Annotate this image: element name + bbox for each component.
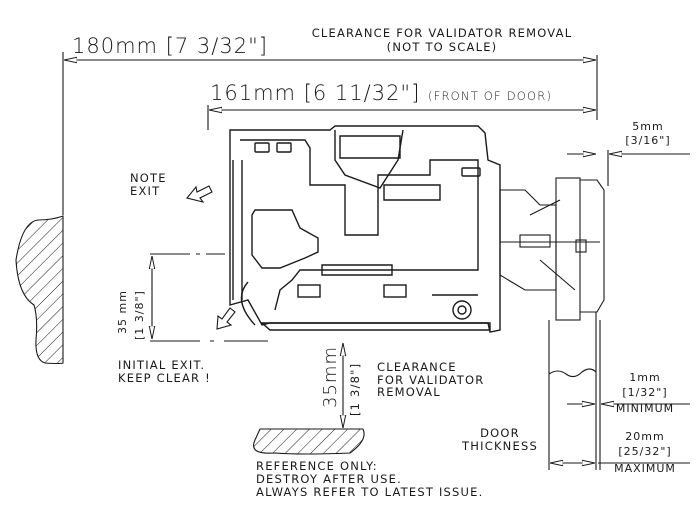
dim-5mm-imperial: [3/16"]: [625, 134, 671, 147]
door-min-imperial: [1/32"]: [622, 386, 668, 399]
dim-35-bottom-label: 35mm: [320, 346, 341, 408]
dim-180-metric: 180mm: [72, 34, 158, 58]
dim-161-label: 161mm [6 11/32"] (FRONT OF DOOR): [210, 83, 552, 104]
reference-line-1: REFERENCE ONLY:: [256, 459, 378, 473]
clearance-removal-note: CLEARANCE FOR VALIDATOR REMOVAL: [377, 361, 484, 399]
note-exit-arrow-icon: [186, 185, 213, 203]
reference-note: REFERENCE ONLY: DESTROY AFTER USE. ALWAY…: [256, 460, 483, 499]
dim-161-imperial: [6 11/32"]: [303, 81, 421, 105]
dim-35-bottom-imperial: [1 3/8"]: [348, 362, 362, 416]
door-thickness-line-1: DOOR: [480, 426, 520, 440]
clearance-note: CLEARANCE FOR VALIDATOR REMOVAL (NOT TO …: [302, 26, 582, 54]
note-exit-line-1: NOTE: [130, 171, 167, 185]
reference-line-2: DESTROY AFTER USE.: [256, 472, 402, 486]
floor-hatched: [253, 428, 365, 455]
dim-door-max-label: 20mm [25/32"] MAXIMUM: [603, 431, 687, 474]
dim-door-min-label: 1mm [1/32"] MINIMUM: [603, 372, 687, 414]
left-wall-hatched: [15, 215, 64, 365]
dim-5mm-metric: 5mm: [632, 120, 664, 133]
door-break: [548, 368, 597, 378]
dim-35-bottom-imperial-label: [1 3/8"]: [348, 362, 362, 416]
clearance-removal-line-1: CLEARANCE: [377, 360, 457, 374]
dim-35-initial-imperial-label: [1 3/8"]: [133, 290, 146, 340]
door-mount: [499, 177, 605, 321]
initial-exit-line-1: INITIAL EXIT.: [118, 358, 206, 372]
dim-161-metric: 161mm: [210, 81, 296, 105]
dim-35-initial-imperial: [1 3/8"]: [133, 290, 146, 340]
clearance-removal-line-2: FOR VALIDATOR: [377, 372, 485, 387]
dim-35-initial-label: 35 mm: [116, 290, 129, 334]
note-exit-line-2: EXIT: [130, 184, 161, 198]
initial-exit-line-2: KEEP CLEAR !: [118, 371, 211, 385]
door-max-metric: 20mm: [625, 430, 665, 443]
door-min-metric: 1mm: [629, 371, 661, 384]
clearance-note-line-2: (NOT TO SCALE): [386, 39, 498, 54]
clearance-removal-line-3: REMOVAL: [377, 385, 441, 399]
front-of-door-note: (FRONT OF DOOR): [427, 89, 553, 103]
reference-line-3: ALWAYS REFER TO LATEST ISSUE.: [256, 485, 484, 499]
door-thickness-note: DOOR THICKNESS: [455, 427, 545, 453]
clearance-note-line-1: CLEARANCE FOR VALIDATOR REMOVAL: [311, 26, 573, 40]
validator-body: [229, 125, 501, 333]
door-min-label: MINIMUM: [615, 402, 675, 415]
initial-exit-arrow-icon: [216, 307, 236, 330]
initial-exit-note: INITIAL EXIT. KEEP CLEAR !: [118, 359, 211, 385]
dim-35-bottom-metric: 35mm: [320, 346, 341, 408]
note-exit: NOTE EXIT: [130, 172, 167, 198]
dim-180-label: 180mm [7 3/32"]: [72, 36, 268, 57]
door-max-imperial: [25/32"]: [618, 445, 672, 458]
door-max-label: MAXIMUM: [614, 462, 676, 475]
dim-5mm-label: 5mm [3/16"]: [618, 121, 678, 146]
dim-35-initial-metric: 35 mm: [116, 290, 129, 334]
door-thickness-line-2: THICKNESS: [462, 439, 538, 453]
dim-180-imperial: [7 3/32"]: [165, 34, 268, 58]
